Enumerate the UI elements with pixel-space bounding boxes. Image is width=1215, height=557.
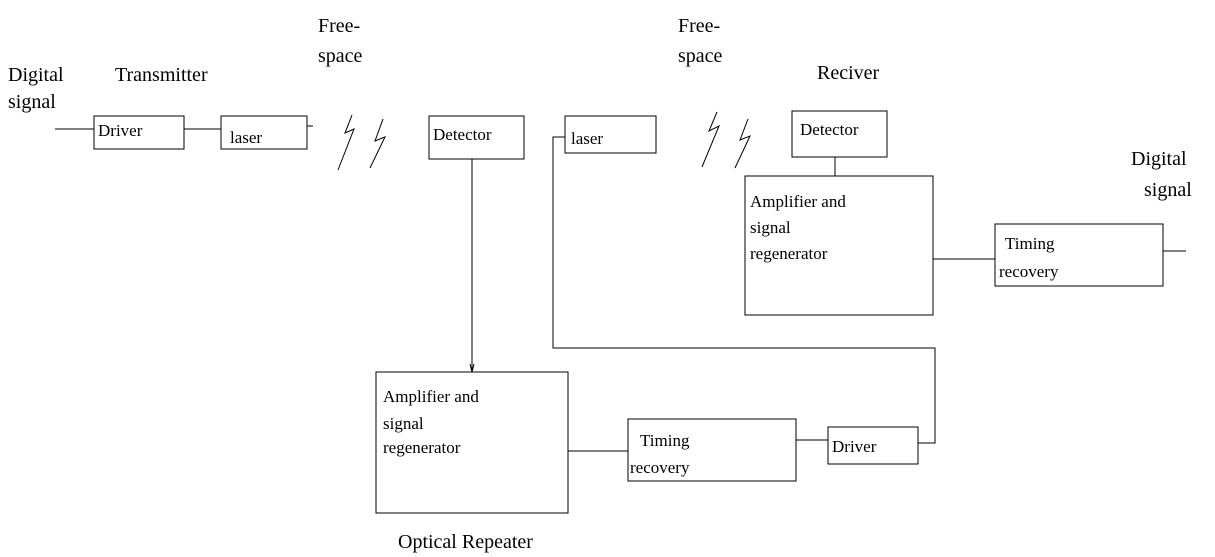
rx-amplifier-block: Amplifier and signal regenerator (744, 175, 934, 316)
repeater-amplifier-block: Amplifier and signal regenerator (375, 371, 569, 514)
repeater-driver-label: Driver (832, 437, 877, 456)
repeater-timing-recovery-block: Timing recovery (627, 418, 797, 482)
free-space-label-1: Free- space (318, 15, 365, 67)
free-space-link-icon-1 (337, 114, 387, 171)
rx-amplifier-label: Amplifier and signal regenerator (750, 192, 850, 263)
digital-signal-out-label: Digital signal (1131, 148, 1192, 201)
free-space-label-2: Free- space (678, 15, 725, 67)
repeater-amplifier-label: Amplifier and signal regenerator (383, 387, 483, 457)
optical-repeater-label: Optical Repeater (398, 531, 533, 553)
tx-laser-label: laser (230, 128, 262, 147)
repeater-detector-block: Detector (428, 115, 525, 160)
rx-timing-recovery-block: Timing recovery (994, 223, 1164, 287)
rx-detector-block: Detector (791, 110, 888, 158)
tx-driver-label: Driver (98, 121, 143, 140)
free-space-link-icon-2 (701, 111, 751, 169)
repeater-laser-block: laser (564, 115, 657, 154)
repeater-timing-recovery-label: Timing recovery (630, 431, 694, 477)
repeater-laser-label: laser (571, 129, 603, 148)
rx-timing-recovery-label: Timing recovery (999, 234, 1059, 281)
repeater-driver-block: Driver (827, 426, 919, 465)
repeater-detector-label: Detector (433, 125, 492, 144)
transmitter-label: Transmitter (115, 64, 208, 86)
digital-signal-in-label: Digital signal (8, 64, 69, 113)
tx-laser-block: laser (220, 115, 308, 150)
rx-detector-label: Detector (800, 120, 859, 139)
driver-laser-feedback-wire (552, 136, 936, 444)
receiver-label: Reciver (817, 62, 880, 84)
tx-driver-block: Driver (93, 115, 185, 150)
